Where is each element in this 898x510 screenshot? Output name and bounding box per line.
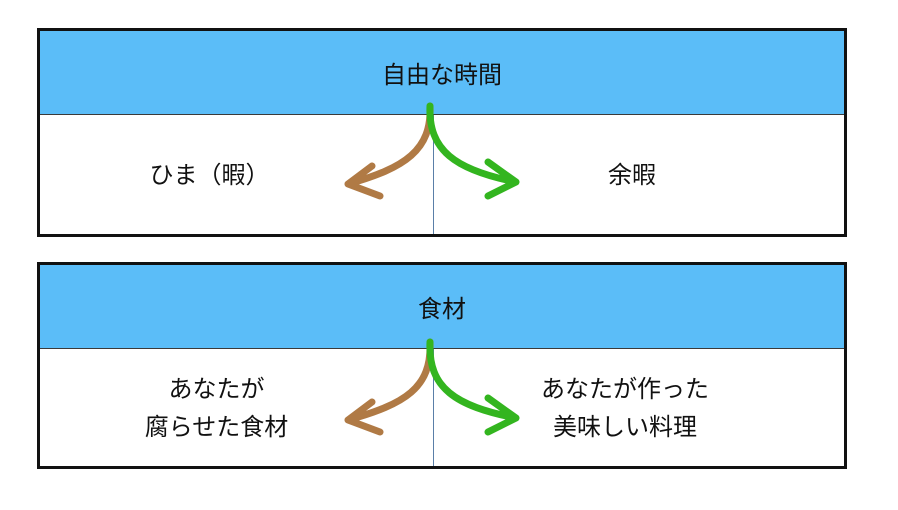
left-cell: あなたが 腐らせた食材 [40,349,433,466]
right-cell: 余暇 [434,115,844,234]
left-label-line: 腐らせた食材 [144,412,289,441]
left-label: あなたが 腐らせた食材 [145,370,289,446]
left-label-line: あなたが [168,374,265,403]
left-cell: ひま（暇） [40,115,433,234]
right-label-line: 余暇 [608,160,656,189]
panel-free-time: 自由な時間 ひま（暇） 余暇 [37,28,847,237]
panel-title: 自由な時間 [382,61,502,89]
right-label: 余暇 [608,156,656,194]
panel-header: 自由な時間 [40,31,844,115]
panel-ingredients: 食材 あなたが 腐らせた食材 あなたが作った 美味しい料理 [37,262,847,469]
panel-title: 食材 [418,295,466,323]
right-label-line: あなたが作った [541,374,709,403]
right-label-line: 美味しい料理 [553,412,697,441]
left-label: ひま（暇） [150,156,270,194]
panel-header: 食材 [40,265,844,349]
right-cell: あなたが作った 美味しい料理 [434,349,844,466]
right-label: あなたが作った 美味しい料理 [541,370,709,446]
left-label-line: ひま（暇） [149,160,270,189]
